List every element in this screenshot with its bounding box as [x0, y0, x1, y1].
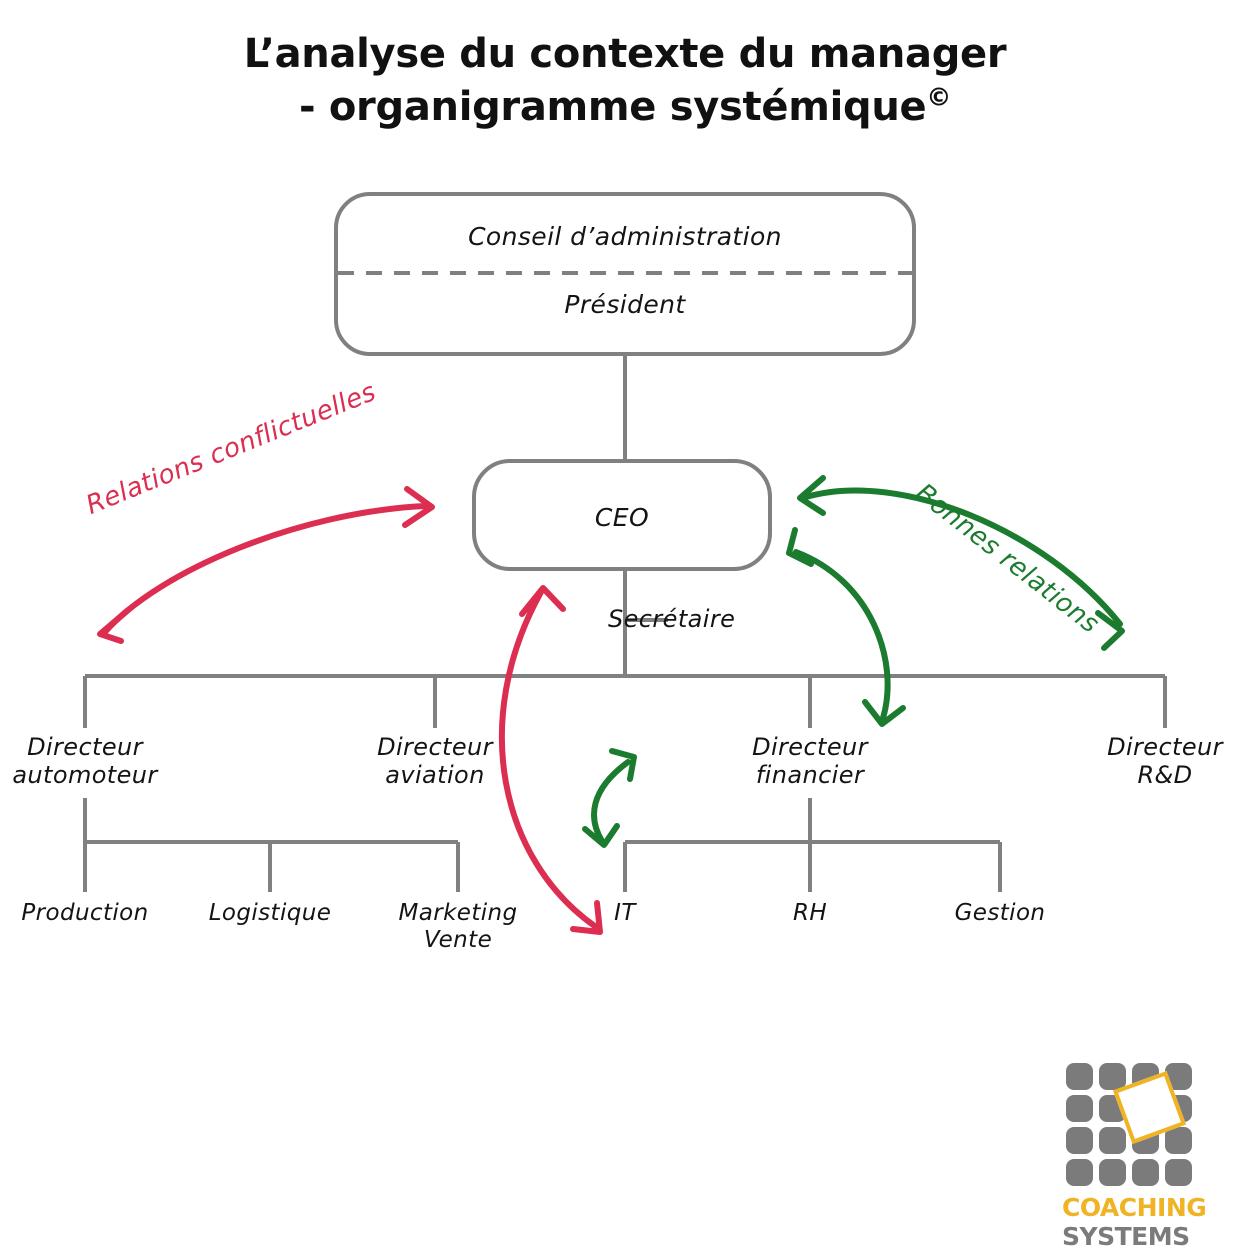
child-gestion-label: Gestion — [954, 900, 1046, 926]
arrow-relations-conflictuelles — [97, 486, 435, 644]
president-label: Président — [564, 290, 686, 319]
director-rd-label: Directeur R&D — [1107, 733, 1223, 789]
coaching-systems-logo: COACHING SYSTEMS — [1062, 1063, 1207, 1251]
logo-word-coaching: COACHING — [1062, 1193, 1207, 1222]
logo-dot — [1132, 1159, 1159, 1186]
annotation-bonnes-relations: Bonnes relations — [909, 478, 1105, 640]
logo-dot-grid — [1066, 1063, 1196, 1187]
logo-dot — [1099, 1127, 1126, 1154]
logo-dot — [1165, 1159, 1192, 1186]
logo-word-systems: SYSTEMS — [1062, 1222, 1190, 1251]
board-label: Conseil d’administration — [468, 222, 782, 251]
logo-dot — [1066, 1159, 1093, 1186]
page-title: L’analyse du contexte du manager - organ… — [0, 28, 1250, 134]
child-it-label: IT — [614, 900, 636, 926]
board-box — [334, 192, 916, 356]
ceo-label: CEO — [594, 503, 650, 532]
director-financier-label: Directeur financier — [752, 733, 868, 789]
annotation-relations-conflictuelles: Relations conflictuelles — [82, 376, 381, 521]
logo-dot — [1099, 1159, 1126, 1186]
title-line-1: L’analyse du contexte du manager — [243, 31, 1007, 77]
child-rh-label: RH — [792, 900, 828, 926]
director-aviation-label: Directeur aviation — [377, 733, 493, 789]
logo-dot — [1099, 1063, 1126, 1090]
logo-dot — [1066, 1063, 1093, 1090]
logo-dot — [1066, 1127, 1093, 1154]
arrow-green-financier-it — [582, 748, 637, 848]
secretaire-label: Secrétaire — [608, 605, 736, 633]
child-production-label: Production — [21, 900, 149, 926]
copyright-superscript: © — [926, 82, 952, 112]
child-logistique-label: Logistique — [208, 900, 332, 926]
child-marketing-vente-label: Marketing Vente — [398, 900, 518, 953]
title-line-2: - organigramme systémique© — [298, 82, 952, 130]
logo-dot — [1165, 1127, 1192, 1154]
director-automoteur-label: Directeur automoteur — [12, 733, 158, 789]
logo-dot — [1066, 1095, 1093, 1122]
